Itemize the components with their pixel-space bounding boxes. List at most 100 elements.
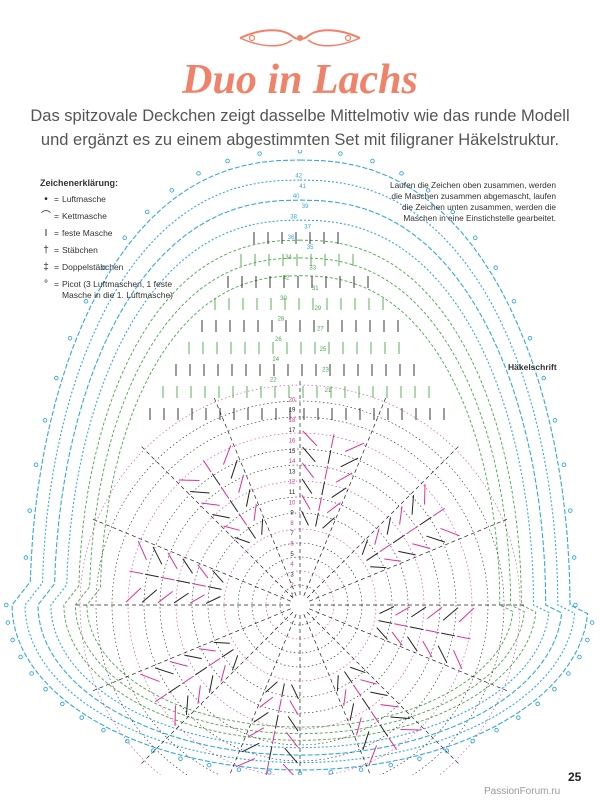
picot-mark [29, 671, 34, 676]
fan-stitch [361, 539, 369, 555]
fan-stitch [335, 472, 353, 483]
round-number: 35 [307, 245, 314, 251]
fan-stitch [437, 645, 448, 664]
spoke [140, 611, 294, 765]
fan-stitch [426, 606, 443, 619]
fan-stitch [141, 589, 158, 603]
round-number: 9 [290, 511, 294, 517]
picot-mark [83, 299, 89, 304]
legend-title: Zeichenerklärung: [40, 178, 119, 188]
fan-stitch [265, 681, 278, 693]
fan-stitch [168, 684, 181, 694]
fan-stitch [231, 655, 239, 671]
round-number: 40 [293, 194, 300, 200]
picot-mark [67, 335, 73, 341]
round-number: 14 [289, 459, 296, 465]
fan-stitch [286, 731, 299, 748]
fan-stitch [379, 724, 389, 737]
fan-stitch [301, 494, 311, 510]
picot-mark [527, 335, 533, 341]
fan-stitch [278, 699, 282, 713]
fan-stitch [213, 641, 230, 644]
fan-stitch [424, 483, 426, 505]
picot-mark [566, 671, 571, 676]
fan-stitch [169, 660, 188, 667]
fan-stitch [190, 490, 210, 494]
fan-stitch [326, 502, 341, 514]
center-round [207, 512, 393, 698]
fan-stitch [167, 552, 178, 570]
outer-round [37, 199, 563, 756]
fan-stitch [330, 434, 335, 449]
round-number: 11 [289, 490, 296, 496]
legend-label: Doppelstäbchen [61, 262, 124, 272]
picot-mark [27, 508, 32, 513]
picot-mark [573, 602, 578, 608]
fan-stitch [289, 700, 299, 716]
fan-stitch [426, 535, 446, 543]
fan-stitch [245, 489, 251, 507]
fan-stitch [398, 550, 416, 556]
fan-stitch [350, 666, 366, 674]
picot-mark [122, 235, 127, 241]
fan-stitch [140, 673, 160, 683]
fan-stitch [230, 459, 238, 479]
fan-stitch [370, 711, 380, 724]
fan-stitch [178, 479, 200, 481]
fan-stitch [360, 679, 377, 685]
round-number: 6 [290, 542, 294, 548]
fan-stitch [318, 497, 322, 511]
legend-label: Kettmasche [61, 211, 107, 221]
fan-stitch [352, 684, 362, 697]
fan-stitch [425, 629, 440, 634]
fan-stitch [344, 442, 365, 452]
fan-stitch [411, 495, 415, 515]
round-number: 17 [289, 428, 296, 434]
page-number: 25 [568, 770, 582, 784]
fan-stitch [282, 763, 295, 775]
spoke [306, 445, 460, 599]
spoke [303, 614, 371, 775]
picot-mark [358, 767, 364, 772]
picot-icon: ° [44, 279, 48, 290]
fan-stitch [265, 761, 270, 775]
round-number: 30 [280, 296, 287, 302]
fan-stitch [137, 540, 147, 561]
fan-stitch [212, 513, 230, 519]
fan-stitch [284, 747, 298, 764]
fan-stitch [160, 576, 175, 581]
upper-round [63, 239, 537, 741]
round-number: 19 [289, 408, 296, 414]
fan-stitch [154, 667, 174, 675]
fan-stitch [302, 446, 316, 463]
fan-stitch [185, 695, 189, 715]
fan-stitch [392, 534, 406, 544]
legend-item-slip: ⌒= Kettmasche [41, 211, 107, 222]
picot-mark [102, 265, 107, 270]
center-round [95, 400, 505, 775]
fan-stitch [268, 746, 273, 761]
picot-mark [267, 770, 272, 775]
fan-stitch [247, 727, 265, 738]
watermark: PassionForum.ru [484, 786, 561, 797]
round-number: 12 [289, 480, 296, 486]
fan-stitch [395, 606, 411, 616]
fan-stitch [327, 449, 332, 464]
picot-mark [18, 654, 23, 660]
fan-stitch [287, 716, 299, 732]
spoke [309, 518, 509, 602]
picot-mark [297, 150, 303, 154]
fan-stitch [370, 566, 387, 569]
fan-stitch [144, 573, 159, 578]
fan-stitch [173, 592, 189, 604]
fan-stitch [399, 506, 403, 525]
picot-mark [425, 188, 431, 193]
round-number: 34 [285, 255, 292, 261]
fan-stitch [361, 697, 371, 711]
round-number: 37 [304, 225, 311, 231]
fan-stitch [181, 675, 194, 685]
round-number: 38 [290, 214, 297, 220]
fan-stitch [362, 731, 370, 751]
round-number: 39 [302, 204, 309, 210]
fan-stitch [281, 683, 285, 698]
